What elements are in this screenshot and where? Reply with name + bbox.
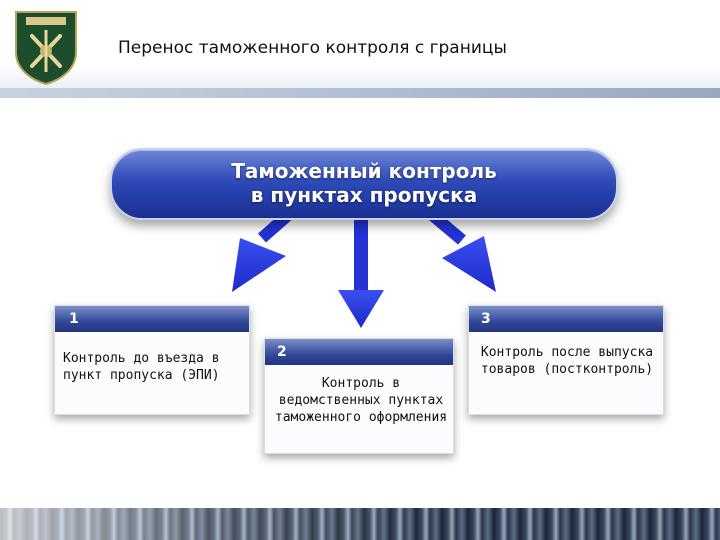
card-3-number: 3 bbox=[481, 311, 491, 327]
card-2-text: Контроль в ведомственных пунктах таможен… bbox=[274, 376, 448, 425]
card-1-text: Контроль до въезда в пункт пропуска (ЭПИ… bbox=[63, 351, 220, 383]
slide-title: Перенос таможенного контроля с границы bbox=[118, 38, 507, 58]
card-2-header bbox=[265, 339, 453, 365]
card-1-header bbox=[55, 306, 249, 332]
card-2-number: 2 bbox=[277, 344, 287, 360]
header-band bbox=[0, 88, 720, 98]
main-box-line-1: Таможенный контроль bbox=[231, 159, 497, 183]
main-box-customs-control: Таможенный контроль в пунктах пропуска bbox=[110, 148, 618, 220]
slide-header bbox=[0, 0, 720, 92]
customs-emblem-icon bbox=[15, 11, 77, 86]
main-box-line-2: в пунктах пропуска bbox=[250, 183, 478, 207]
card-3: 3 Контроль после выпуска товаров (постко… bbox=[468, 305, 664, 415]
card-3-header bbox=[469, 306, 663, 332]
card-1: 1 Контроль до въезда в пункт пропуска (Э… bbox=[54, 305, 250, 415]
arrow-to-card-2 bbox=[338, 214, 384, 328]
card-3-text: Контроль после выпуска товаров (постконт… bbox=[480, 345, 654, 377]
cityscape-fade bbox=[0, 508, 720, 540]
card-1-number: 1 bbox=[69, 311, 79, 327]
arrow-to-card-3 bbox=[420, 203, 496, 292]
card-2: 2 Контроль в ведомственных пунктах тамож… bbox=[264, 338, 454, 454]
arrow-to-card-1 bbox=[232, 203, 300, 292]
